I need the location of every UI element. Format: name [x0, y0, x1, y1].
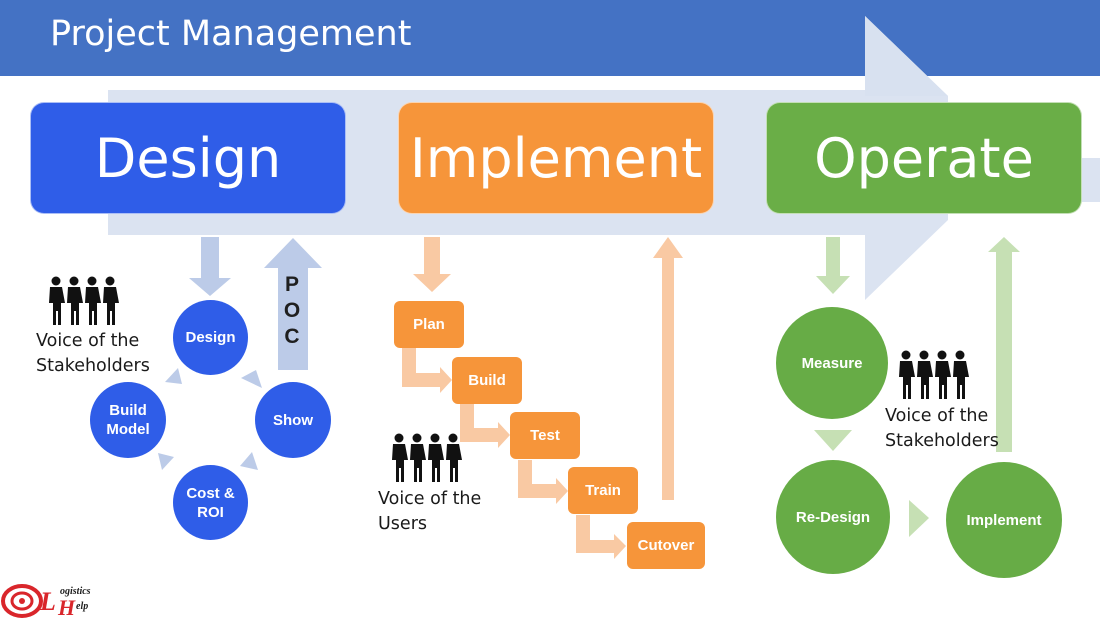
measure-to-redesign-arrow — [814, 430, 852, 451]
operate-caption: Voice of the Stakeholders — [885, 404, 999, 454]
cycle-arrow-1 — [165, 368, 182, 384]
cycle-cost-roi: Cost & ROI — [173, 465, 248, 540]
logo-text-help: elp — [76, 601, 89, 612]
cycle-redesign: Re-Design — [776, 460, 890, 574]
design-caption-line1: Voice of the — [36, 331, 140, 351]
implement-caption: Voice of the Users — [378, 487, 481, 537]
poc-letter-c: C — [284, 325, 300, 348]
implement-caption-line2: Users — [378, 514, 428, 534]
cycle-design: Design — [173, 300, 248, 375]
cycle-show-label: Show — [273, 411, 313, 429]
people-icon — [899, 350, 969, 399]
design-caption-line2: Stakeholders — [36, 356, 150, 376]
implement-caption-line1: Voice of the — [378, 489, 482, 509]
cost-roi-line1: Cost & — [186, 484, 235, 502]
header-bar — [0, 0, 1100, 76]
step-cutover: Cutover — [627, 522, 705, 569]
logo-letter-l: L — [40, 587, 56, 616]
down-arrow-design — [189, 237, 231, 296]
cycle-redesign-label: Re-Design — [795, 508, 871, 526]
people-icon — [49, 276, 119, 325]
page-title: Project Management — [50, 14, 412, 54]
operate-caption-line1: Voice of the — [885, 406, 989, 426]
cycle-show: Show — [255, 382, 331, 458]
logo-mark-icon — [1, 584, 43, 618]
phase-operate: Operate — [766, 102, 1082, 214]
down-arrow-implement — [413, 237, 451, 292]
up-arrow-operate — [988, 237, 1020, 452]
build-model-line2: Model — [106, 421, 150, 438]
step-test: Test — [510, 412, 580, 459]
phase-implement: Implement — [398, 102, 714, 214]
cycle-design-label: Design — [185, 329, 236, 346]
design-caption: Voice of the Stakeholders — [36, 329, 150, 379]
phase-design: Design — [30, 102, 346, 214]
step-build: Build — [452, 357, 522, 404]
cycle-arrow-3 — [240, 452, 258, 470]
poc-label: P O C — [276, 272, 308, 350]
poc-letter-o: O — [283, 299, 301, 322]
cycle-implement: Implement — [946, 462, 1062, 578]
step-train: Train — [568, 467, 638, 514]
down-arrow-operate — [816, 237, 850, 294]
operate-caption-line2: Stakeholders — [885, 431, 999, 451]
cycle-build-model: Build Model — [90, 382, 166, 458]
cycle-implement-label: Implement — [966, 511, 1042, 529]
up-arrow-implement — [653, 237, 683, 500]
step-plan: Plan — [394, 301, 464, 348]
logo-letter-h: H — [58, 595, 76, 620]
redesign-to-implement-arrow — [909, 500, 929, 537]
process-arrow-head-top — [865, 16, 948, 96]
cycle-measure: Measure — [776, 307, 888, 419]
poc-letter-p: P — [284, 273, 299, 296]
build-model-line1: Build — [109, 402, 147, 419]
cycle-arrow-2 — [158, 453, 174, 470]
people-icon — [392, 433, 462, 482]
cycle-arrow-4 — [241, 370, 262, 388]
cycle-measure-label: Measure — [801, 354, 863, 372]
poc-up-arrow — [264, 238, 322, 370]
staircase-arrows — [402, 348, 626, 559]
cost-roi-line2: ROI — [197, 503, 224, 521]
logistics-help-logo: L H ogistics elp — [0, 581, 120, 620]
logo-text-logistics: ogistics — [60, 586, 91, 597]
